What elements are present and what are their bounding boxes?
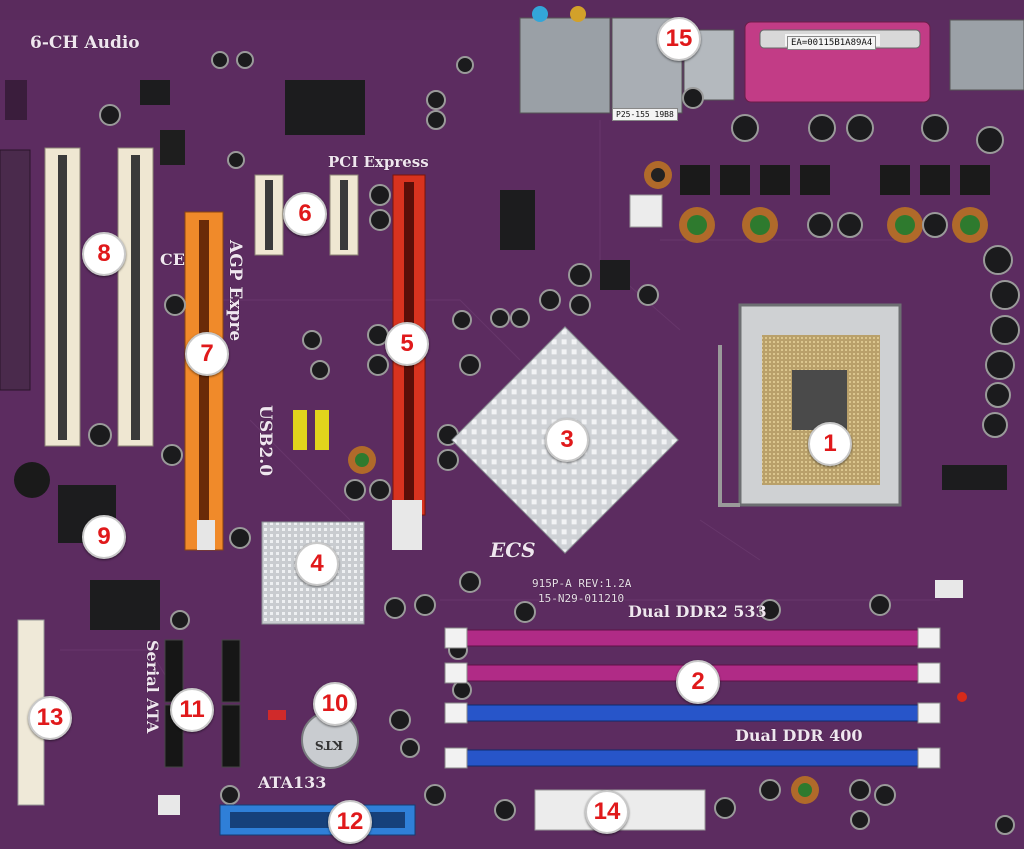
callout-northbridge: 3	[545, 418, 589, 462]
callout-agp-slot: 7	[185, 332, 229, 376]
audio-silkscreen: 6-CH Audio	[30, 33, 140, 53]
battery-label: KTS	[315, 738, 344, 752]
ata-silkscreen: ATA133	[258, 773, 327, 792]
callout-floppy-connector: 13	[28, 696, 72, 740]
usb-silkscreen: USB2.0	[255, 405, 275, 477]
serial-ata-silkscreen: Serial ATA	[143, 640, 162, 734]
callout-pcie-x16: 5	[385, 322, 429, 366]
ce-mark: CE	[160, 250, 185, 269]
callout-cpu-socket: 1	[808, 422, 852, 466]
callout-pci-slots: 8	[82, 232, 126, 276]
board-revision: 915P-A REV:1.2A	[532, 577, 632, 590]
callout-bios-chip: 9	[82, 515, 126, 559]
callout-atx-power: 14	[585, 790, 629, 834]
ddr-silkscreen: Dual DDR 400	[735, 726, 863, 745]
lan-chip-label: P25-155 19B8	[612, 108, 678, 121]
callout-sata-ports: 11	[170, 688, 214, 732]
board-code: 15-N29-011210	[538, 592, 625, 605]
callout-ide-connector: 12	[328, 800, 372, 844]
callout-southbridge: 4	[295, 542, 339, 586]
callout-memory-slots: 2	[676, 660, 720, 704]
ecs-logo: ECS	[490, 538, 536, 562]
agp-silkscreen: AGP Expre	[225, 240, 245, 342]
pci-express-silkscreen: PCI Express	[328, 153, 429, 171]
callout-pcie-x1: 6	[283, 192, 327, 236]
ddr2-silkscreen: Dual DDR2 533	[628, 602, 767, 621]
callout-io-ports: 15	[657, 17, 701, 61]
callout-cmos-battery: 10	[313, 682, 357, 726]
mac-address-sticker: EA=00115B1A89A4	[787, 36, 877, 50]
